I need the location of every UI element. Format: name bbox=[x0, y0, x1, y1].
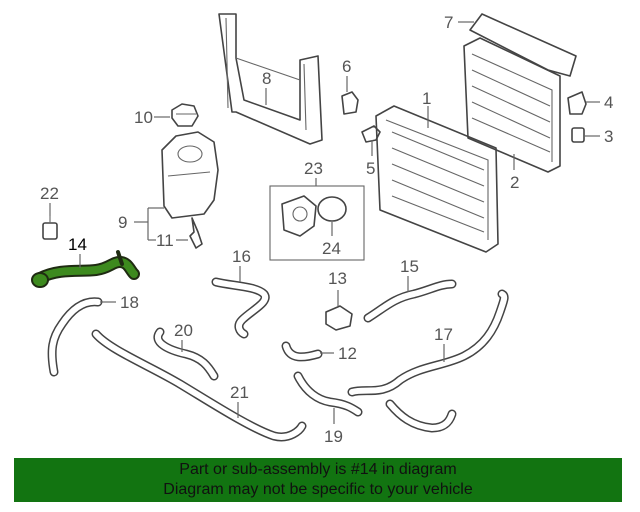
label-3: 3 bbox=[604, 127, 613, 146]
hose-part-12 bbox=[281, 341, 323, 362]
upper-bracket bbox=[469, 13, 577, 77]
gasket-ring bbox=[317, 196, 347, 222]
clip-part-6 bbox=[341, 91, 359, 115]
label-9: 9 bbox=[118, 213, 127, 232]
label-12: 12 bbox=[338, 344, 357, 363]
mount-part-4 bbox=[567, 91, 587, 115]
label-11: 11 bbox=[156, 231, 174, 250]
label-8: 8 bbox=[262, 69, 271, 88]
label-6: 6 bbox=[342, 57, 351, 76]
sensor-part-22 bbox=[42, 216, 58, 240]
water-pump-assembly-box bbox=[269, 185, 365, 261]
label-24: 24 bbox=[322, 239, 341, 258]
label-23: 23 bbox=[304, 159, 323, 178]
label-20: 20 bbox=[174, 321, 193, 340]
label-22: 22 bbox=[40, 184, 59, 203]
label-2: 2 bbox=[510, 173, 519, 192]
radiator bbox=[463, 37, 561, 173]
label-17: 17 bbox=[434, 325, 453, 344]
radiator-support-frame bbox=[218, 13, 323, 145]
parts-diagram: 8 6 10 9 11 22 14 18 bbox=[31, 13, 613, 446]
water-pump bbox=[281, 195, 317, 237]
label-1: 1 bbox=[422, 89, 431, 108]
reservoir-cap bbox=[171, 103, 199, 127]
hose-part-16 bbox=[211, 277, 270, 339]
label-15: 15 bbox=[400, 257, 419, 276]
label-7: 7 bbox=[444, 13, 453, 32]
hose-part-15 bbox=[363, 279, 457, 323]
label-16: 16 bbox=[232, 247, 251, 266]
hose-part-19 bbox=[293, 371, 363, 417]
thermostat-housing bbox=[325, 305, 353, 331]
label-13: 13 bbox=[328, 269, 347, 288]
banner-line-2: Diagram may not be specific to your vehi… bbox=[163, 481, 473, 498]
expansion-tank bbox=[161, 131, 219, 219]
label-5: 5 bbox=[366, 159, 375, 178]
hose-part-18 bbox=[47, 297, 103, 377]
label-4: 4 bbox=[604, 93, 613, 112]
label-18: 18 bbox=[120, 293, 139, 312]
info-banner: Part or sub-assembly is #14 in diagram D… bbox=[14, 458, 622, 502]
clip-part-5 bbox=[361, 125, 381, 143]
label-21: 21 bbox=[230, 383, 249, 402]
label-14: 14 bbox=[68, 235, 87, 254]
pipe-part-17 bbox=[347, 289, 509, 433]
sensor-part-11 bbox=[189, 217, 203, 249]
banner-line-1: Part or sub-assembly is #14 in diagram bbox=[179, 461, 457, 478]
hose-part-20 bbox=[153, 327, 219, 381]
condenser bbox=[375, 105, 499, 253]
pipe-part-21 bbox=[91, 329, 307, 442]
label-10: 10 bbox=[134, 108, 153, 127]
bushing-part-3 bbox=[571, 127, 585, 143]
label-19: 19 bbox=[324, 427, 343, 446]
highlighted-hose-part-14 bbox=[31, 250, 140, 288]
